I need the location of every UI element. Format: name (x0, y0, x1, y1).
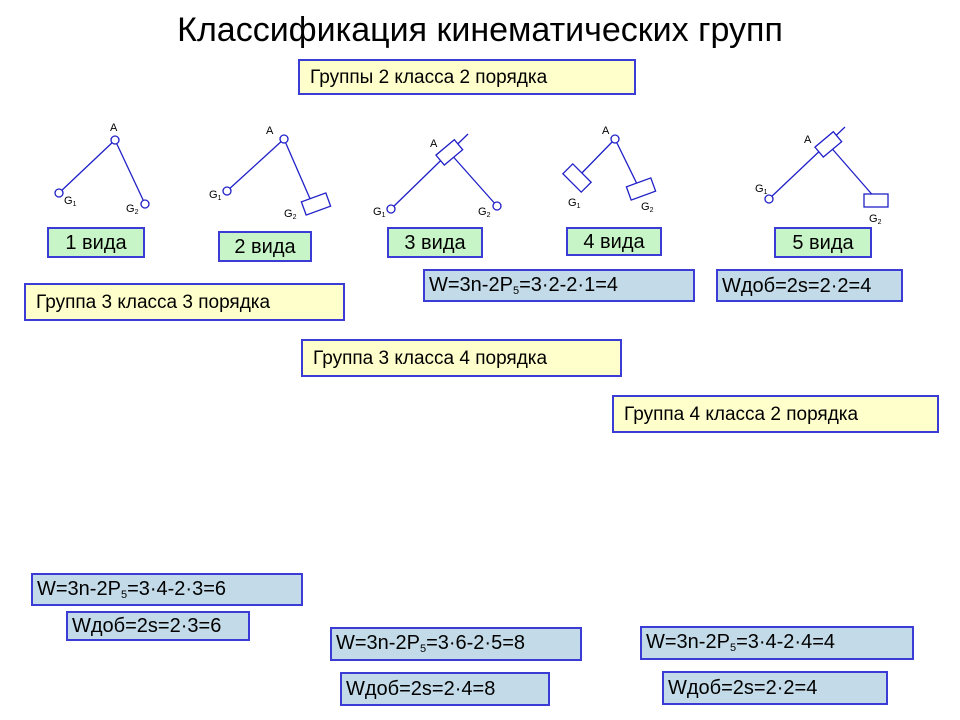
formula-extra-dof-type-5: Wдоб=2s=2·2=4 (716, 269, 903, 302)
joint-a (610, 134, 620, 144)
formula-dof-group-4-class-2-order: W=3n-2P5=3·4-2·4=4 (640, 626, 914, 660)
point-label-g1: G1 (373, 206, 386, 219)
point-label-g1: G1 (755, 183, 768, 196)
formula-dof-group-2-class: W=3n-2P5=3·2-2·1=4 (423, 269, 695, 302)
mechanism-diagrams: A G1 G2 A G1 G2 A G1 G2 A G1 G2 (54, 122, 889, 226)
formula-text: W=3n-2P5=3·4-2·3=6 (37, 577, 227, 601)
formula-extra-dof-group-3-class-3-order: Wдоб=2s=2·3=6 (66, 611, 250, 641)
type-label-5: 5 вида (774, 227, 872, 258)
slider-1 (561, 162, 593, 194)
point-label-g1: G1 (64, 195, 77, 208)
page-title: Классификация кинематических групп (177, 11, 783, 49)
joint-g1 (386, 204, 396, 214)
link (114, 139, 146, 205)
slider-2 (863, 193, 889, 208)
formula-dof-group-3-class-3-order: W=3n-2P5=3·4-2·3=6 (31, 573, 303, 606)
joint-a (279, 134, 289, 144)
point-label-a: A (430, 138, 438, 150)
mechanism-type-4: A G1 G2 (561, 125, 657, 214)
formula-text: W=3n-2P5=3·2-2·1=4 (429, 273, 619, 297)
link (614, 138, 641, 191)
type-label-1: 1 вида (47, 227, 145, 258)
type-label-3: 3 вида (387, 227, 483, 258)
joint-g2 (492, 201, 502, 211)
point-label-a: A (804, 134, 812, 146)
slider-2 (625, 177, 657, 201)
point-label-g2: G2 (641, 201, 654, 214)
link (226, 138, 285, 192)
label-group-3-class-3-order: Группа 3 класса 3 порядка (24, 283, 345, 321)
slider-1 (814, 130, 843, 158)
link (58, 139, 116, 194)
joint-g1 (222, 186, 232, 196)
link (283, 138, 312, 202)
label-group-4-class-2-order: Группа 4 класса 2 порядка (612, 395, 939, 433)
label-group-2-class-2-order: Группы 2 класса 2 порядка (298, 59, 636, 95)
point-label-g2: G2 (126, 203, 139, 216)
joint-a (110, 135, 120, 145)
point-label-g2: G2 (284, 208, 297, 221)
point-label-g2: G2 (869, 213, 882, 226)
slider (300, 192, 332, 216)
mechanism-type-1: A G1 G2 (54, 122, 150, 216)
slider (435, 138, 464, 166)
point-label-a: A (110, 122, 118, 134)
formula-dof-group-3-class-4-order: W=3n-2P5=3·6-2·5=8 (330, 627, 582, 661)
formula-text: W=3n-2P5=3·6-2·5=8 (336, 632, 526, 655)
mechanism-type-2: A G1 G2 (209, 125, 332, 221)
joint-g1 (54, 188, 64, 198)
label-group-3-class-4-order: Группа 3 класса 4 порядка (301, 339, 622, 377)
joint-g2 (140, 199, 150, 209)
mechanism-type-5: A G1 G2 (755, 126, 889, 226)
link (576, 138, 616, 179)
mechanism-type-3: A G1 G2 (373, 133, 502, 219)
point-label-g2: G2 (478, 206, 491, 219)
joint-g1 (764, 194, 774, 204)
type-label-4: 4 вида (566, 227, 662, 256)
point-label-g1: G1 (209, 189, 222, 202)
point-label-a: A (266, 125, 274, 137)
point-label-a: A (602, 125, 610, 137)
formula-extra-dof-group-3-class-4-order: Wдоб=2s=2·4=8 (340, 672, 550, 706)
formula-text: W=3n-2P5=3·4-2·4=4 (646, 631, 836, 654)
type-label-2: 2 вида (218, 231, 312, 262)
point-label-g1: G1 (568, 197, 581, 210)
link (448, 151, 498, 207)
formula-extra-dof-group-4-class-2-order: Wдоб=2s=2·2=4 (662, 671, 888, 705)
link (827, 143, 877, 200)
